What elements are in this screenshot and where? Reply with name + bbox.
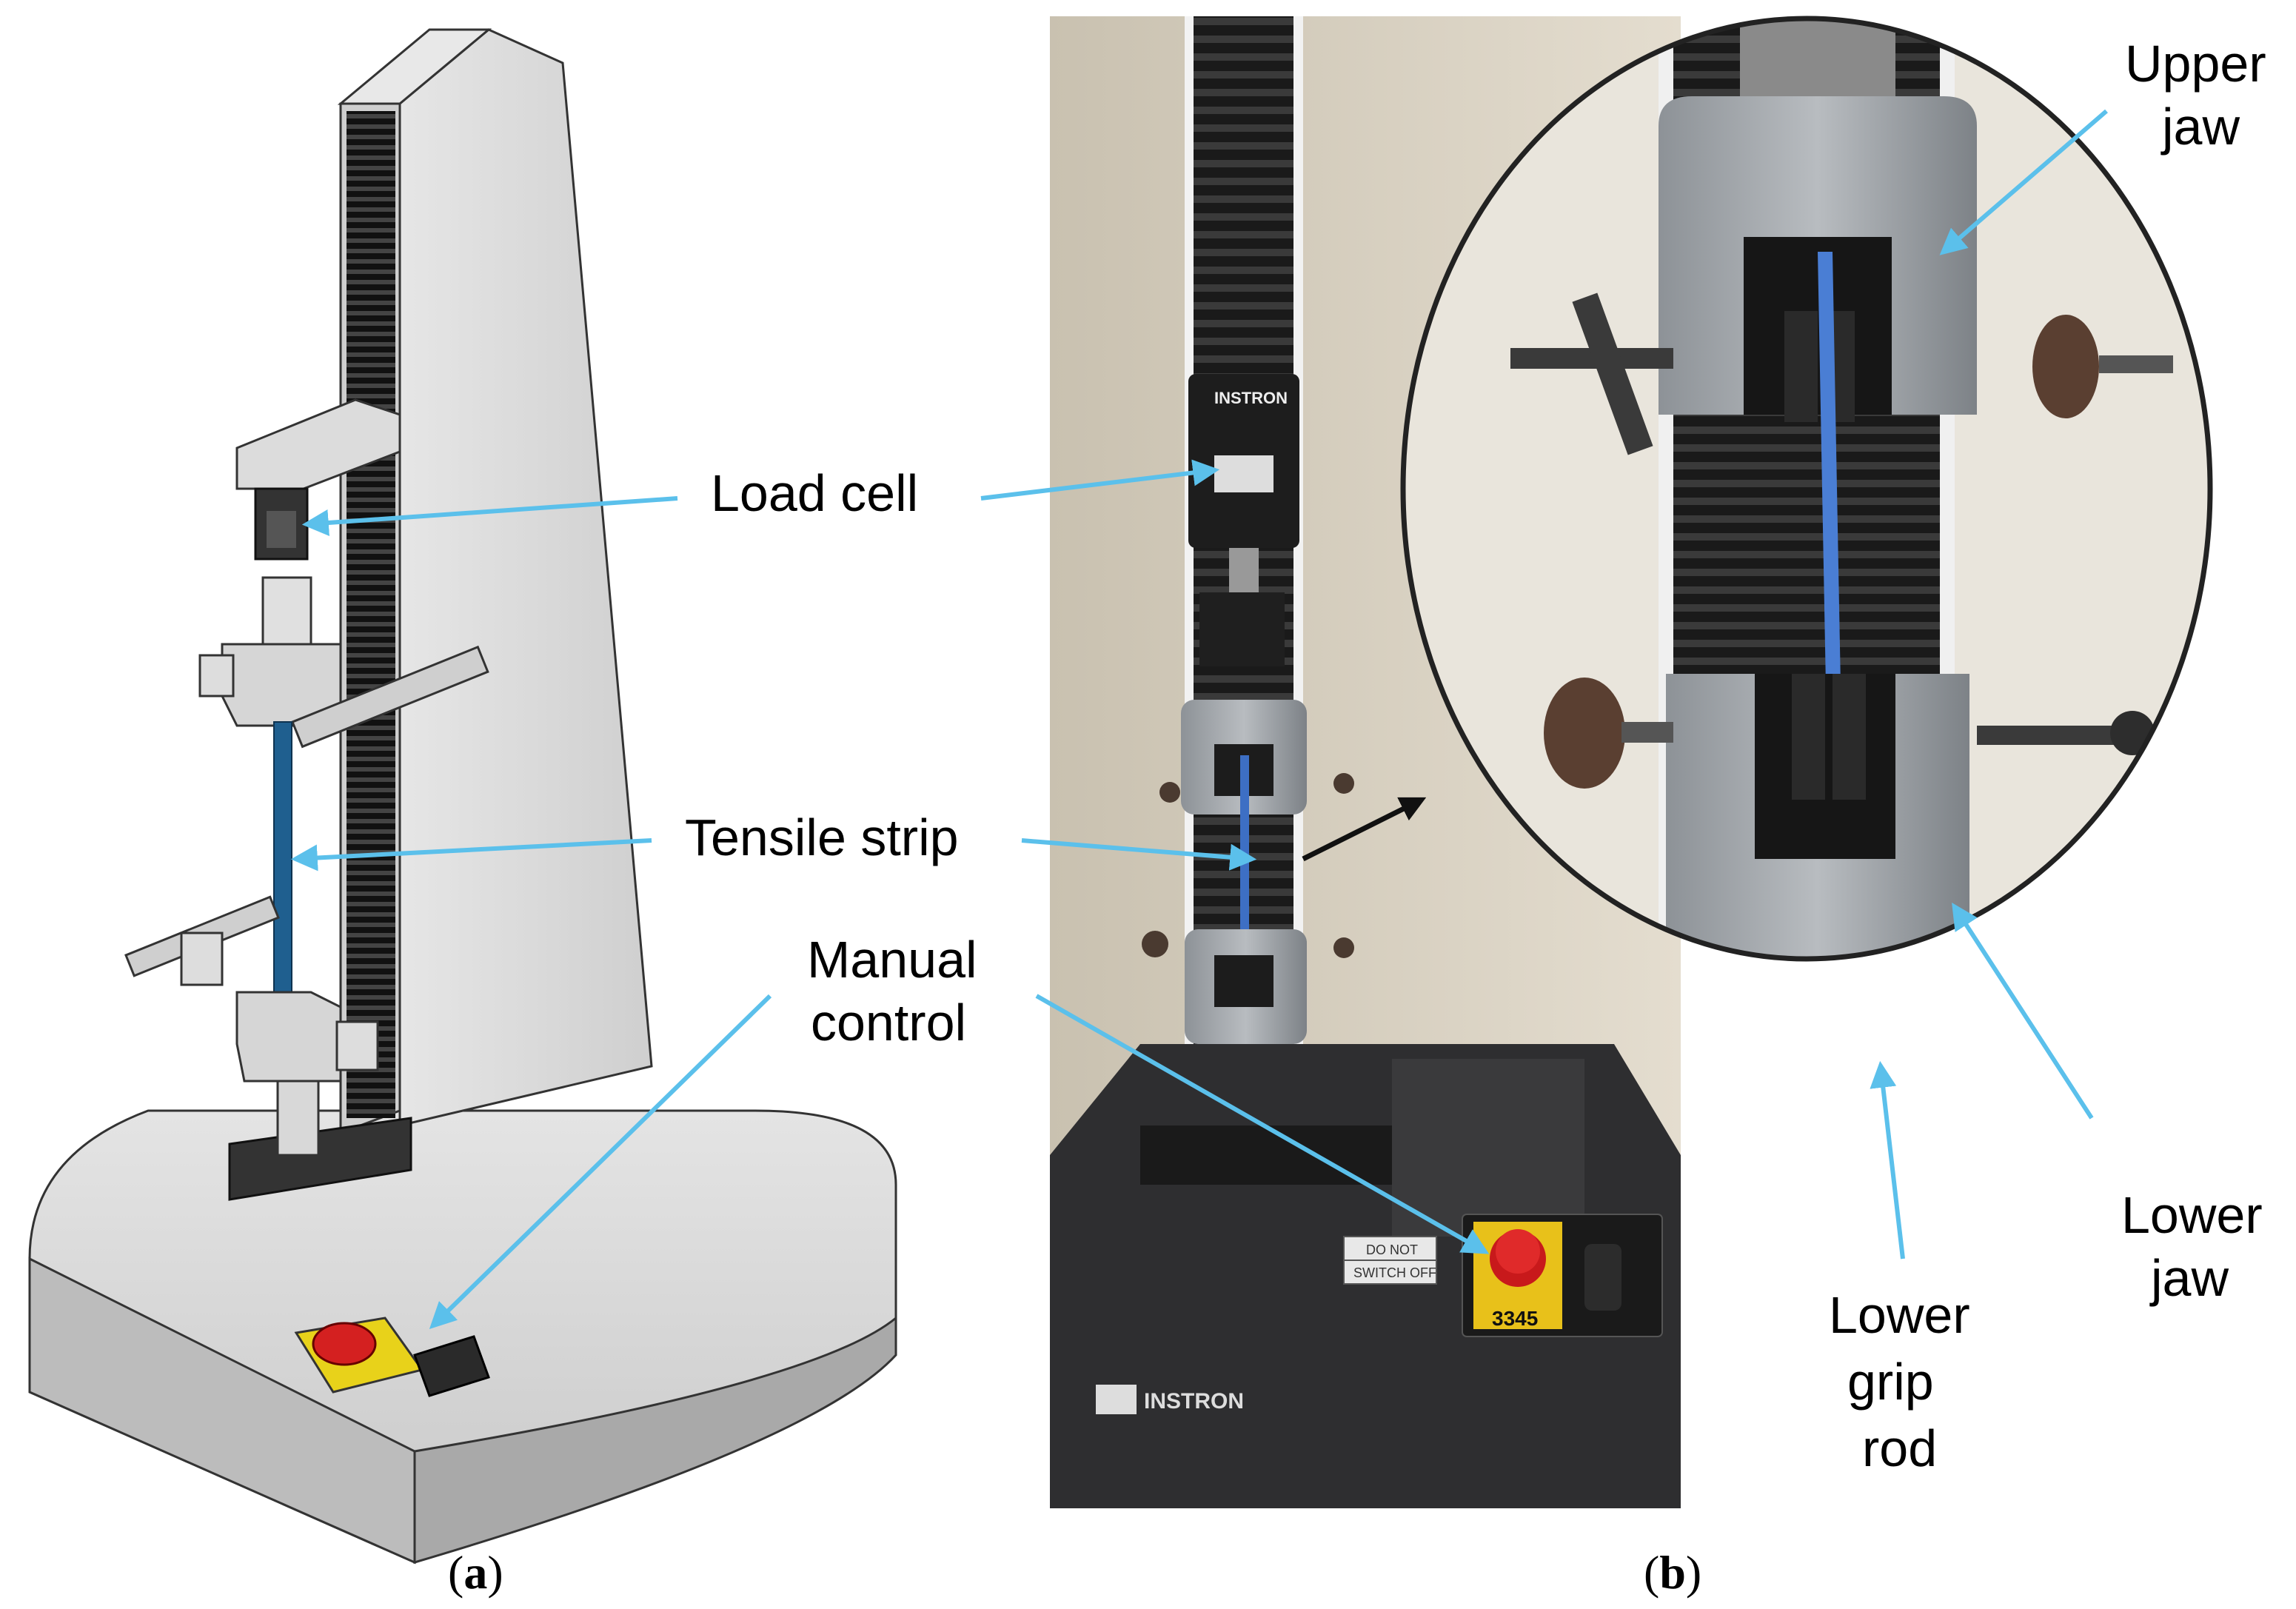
jog-switch-drawing — [413, 1335, 490, 1397]
label-lower-grip-rod-line3: rod — [1862, 1419, 1937, 1477]
lower-jaw-drawing — [235, 991, 342, 1083]
panel-b-annotations: Upper jaw Lower jaw Lower grip rod (b) — [980, 35, 2266, 1599]
load-cell-arrow-b — [980, 459, 1220, 501]
label-upper-jaw-line1: Upper — [2125, 35, 2266, 93]
inset-lower-grip-rod — [1725, 963, 1858, 1007]
photo-model-3345: 3345 — [1492, 1307, 1538, 1330]
tower-side — [398, 28, 653, 1127]
label-lower-jaw-line1: Lower — [2121, 1186, 2263, 1244]
tensile-strip-drawing — [273, 721, 292, 1019]
label-lower-grip-rod-line2: grip — [1847, 1353, 1934, 1411]
lower-grip-rod-arrow — [1870, 1060, 1905, 1260]
caption-b: (b) — [1644, 1546, 1701, 1599]
photo-tag-switch-off: SWITCH OFF — [1353, 1265, 1436, 1280]
crosshead — [235, 398, 401, 490]
base-plate — [228, 1117, 412, 1201]
label-tensile-strip: Tensile strip — [685, 809, 959, 866]
zoom-pointer-arrow — [1302, 797, 1427, 862]
tensile-strip-arrow-a — [290, 838, 652, 872]
label-manual-control-line2: control — [811, 994, 966, 1051]
manual-control-arrow-b — [1035, 994, 1490, 1254]
panel-a-annotations: Load cell Tensile strip Manual control (… — [290, 464, 977, 1599]
machine-base-side — [413, 1315, 897, 1565]
inset-border — [1400, 16, 2213, 962]
tensile-strip-arrow-b — [1021, 838, 1257, 871]
tower-bellows — [347, 111, 395, 1118]
label-lower-grip-rod-line1: Lower — [1829, 1286, 1970, 1344]
zoom-inset — [1302, 16, 2213, 1007]
manual-control-arrow-a — [429, 994, 772, 1330]
load-cell-arrow — [301, 496, 678, 536]
panel-b-photo: INSTRON DO NOT SWITCH OFF 3345 — [1050, 16, 1681, 1508]
label-upper-jaw-line2: jaw — [2161, 98, 2240, 155]
label-lower-jaw-line2: jaw — [2149, 1249, 2229, 1307]
photo-instron-loadcell: INSTRON — [1214, 389, 1288, 407]
photo-tag-do-not: DO NOT — [1366, 1242, 1418, 1257]
label-manual-control-line1: Manual — [807, 931, 977, 989]
panel-a-drawing — [28, 28, 897, 1565]
label-load-cell: Load cell — [711, 464, 918, 522]
upper-jaw-arrow — [1939, 109, 2108, 255]
caption-a: (a) — [448, 1546, 503, 1599]
photo-instron-base: INSTRON — [1144, 1389, 1244, 1414]
estop-button-drawing — [312, 1322, 377, 1366]
lower-jaw-arrow — [1952, 902, 2094, 1120]
